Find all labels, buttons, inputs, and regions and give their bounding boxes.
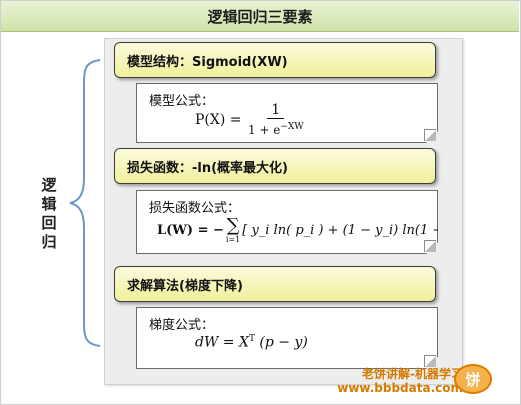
loss-formula-card: 损失函数公式： L(W) = −∑i=1[ y_i ln( p_i ) + (1… (136, 190, 438, 254)
gradient-formula-card: 梯度公式： dW = XT (p − y) (136, 307, 438, 369)
watermark-title: 老饼讲解-机器学习 (362, 367, 463, 381)
formula-label: 梯度公式： (149, 318, 215, 333)
side-label-char: 归 (41, 233, 57, 251)
formula-numerator: 1 (267, 102, 284, 119)
side-label-char: 辑 (41, 195, 57, 213)
formula-exponent: −XW (280, 122, 304, 132)
formula-lhs: dW = X (195, 334, 249, 351)
side-label-char: 逻 (41, 176, 57, 194)
watermark-logo-icon: 饼 (454, 364, 492, 394)
page-fold-icon (424, 240, 436, 252)
loss-formula: L(W) = −∑i=1[ y_i ln( p_i ) + (1 − y_i) … (157, 217, 481, 244)
side-label-char: 回 (41, 214, 57, 232)
formula-label: 模型公式： (149, 94, 215, 109)
watermark-url: www.bbbdata.com (337, 381, 463, 395)
formula-denominator: 1 + e−XW (246, 119, 306, 138)
side-label: 逻 辑 回 归 (40, 176, 58, 252)
formula-rhs: [ y_i ln( p_i ) + (1 − y_i) ln(1 − p_i) … (242, 223, 481, 238)
model-formula: P(X) = 1 1 + e−XW (195, 102, 306, 138)
formula-sup: T (248, 334, 255, 344)
formula-lhs: L(W) = − (157, 223, 224, 238)
formula-rhs: (p − y) (259, 334, 308, 351)
sum-index: i=1 (225, 235, 241, 244)
curly-brace-icon (69, 59, 101, 347)
model-structure-header: 模型结构：Sigmoid(XW) (114, 42, 436, 78)
formula-label: 损失函数公式： (149, 201, 241, 216)
watermark: 老饼讲解-机器学习 www.bbbdata.com (333, 367, 463, 395)
solver-header: 求解算法(梯度下降) (114, 266, 436, 302)
sum-symbol: ∑i=1 (225, 215, 241, 244)
loss-function-header: 损失函数：-ln(概率最大化) (114, 148, 436, 184)
page-fold-icon (424, 129, 436, 141)
page-title: 逻辑回归三要素 (1, 1, 519, 32)
page-fold-icon (424, 355, 436, 367)
gradient-formula: dW = XT (p − y) (195, 334, 308, 351)
formula-den-base: 1 + e (247, 123, 281, 137)
model-formula-card: 模型公式： P(X) = 1 1 + e−XW (136, 83, 438, 143)
formula-fraction: 1 1 + e−XW (246, 102, 306, 138)
formula-lhs: P(X) = (195, 112, 242, 128)
